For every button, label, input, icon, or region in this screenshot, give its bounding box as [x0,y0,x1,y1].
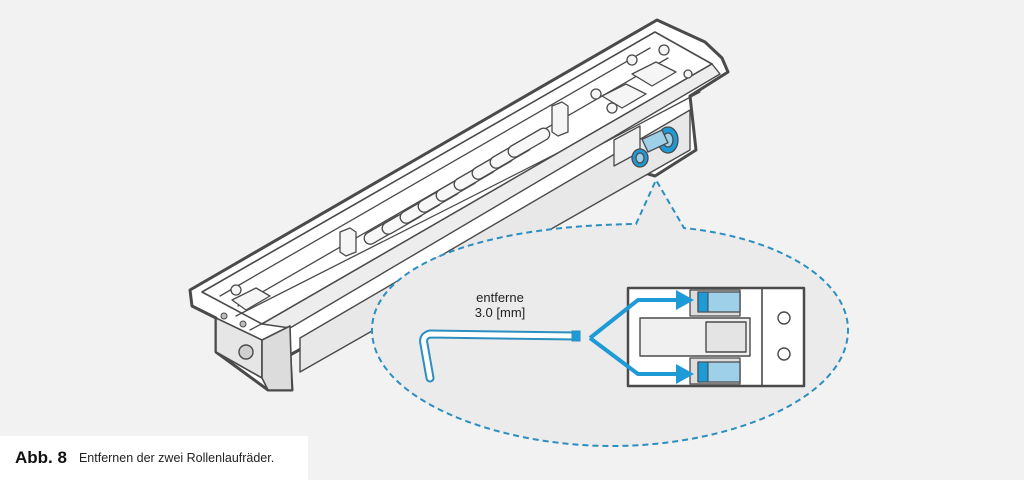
callout-label-line1: entferne [476,290,524,305]
rail-slots [363,127,551,245]
screw-icon [230,284,242,296]
figure-number: Abb. 8 [15,448,67,467]
callout-label: entferne 3.0 [mm] [440,290,560,320]
rail-assembly [188,18,730,392]
hex-key-icon [419,329,581,383]
figure-caption: Abb. 8 Entfernen der zwei Rollenlaufräde… [0,436,308,480]
screw-icon [606,102,618,114]
rail-side-face [261,63,721,329]
figure-caption-text: Entfernen der zwei Rollenlaufräder. [78,451,275,465]
screw-icon [590,88,602,100]
wheel-detail [626,286,806,388]
arrow-icon [588,290,694,384]
screw-icon [658,44,670,56]
screw-icon [626,54,638,66]
end-block-left-front [261,325,293,391]
clamp-right [631,61,677,87]
screw-icon [683,69,693,79]
clamp-left [231,287,271,311]
callout-label-line2: 3.0 [mm] [474,305,526,320]
standoff-posts [339,101,569,257]
roller-wheels-rail [631,126,679,168]
end-block-hole [238,344,254,360]
